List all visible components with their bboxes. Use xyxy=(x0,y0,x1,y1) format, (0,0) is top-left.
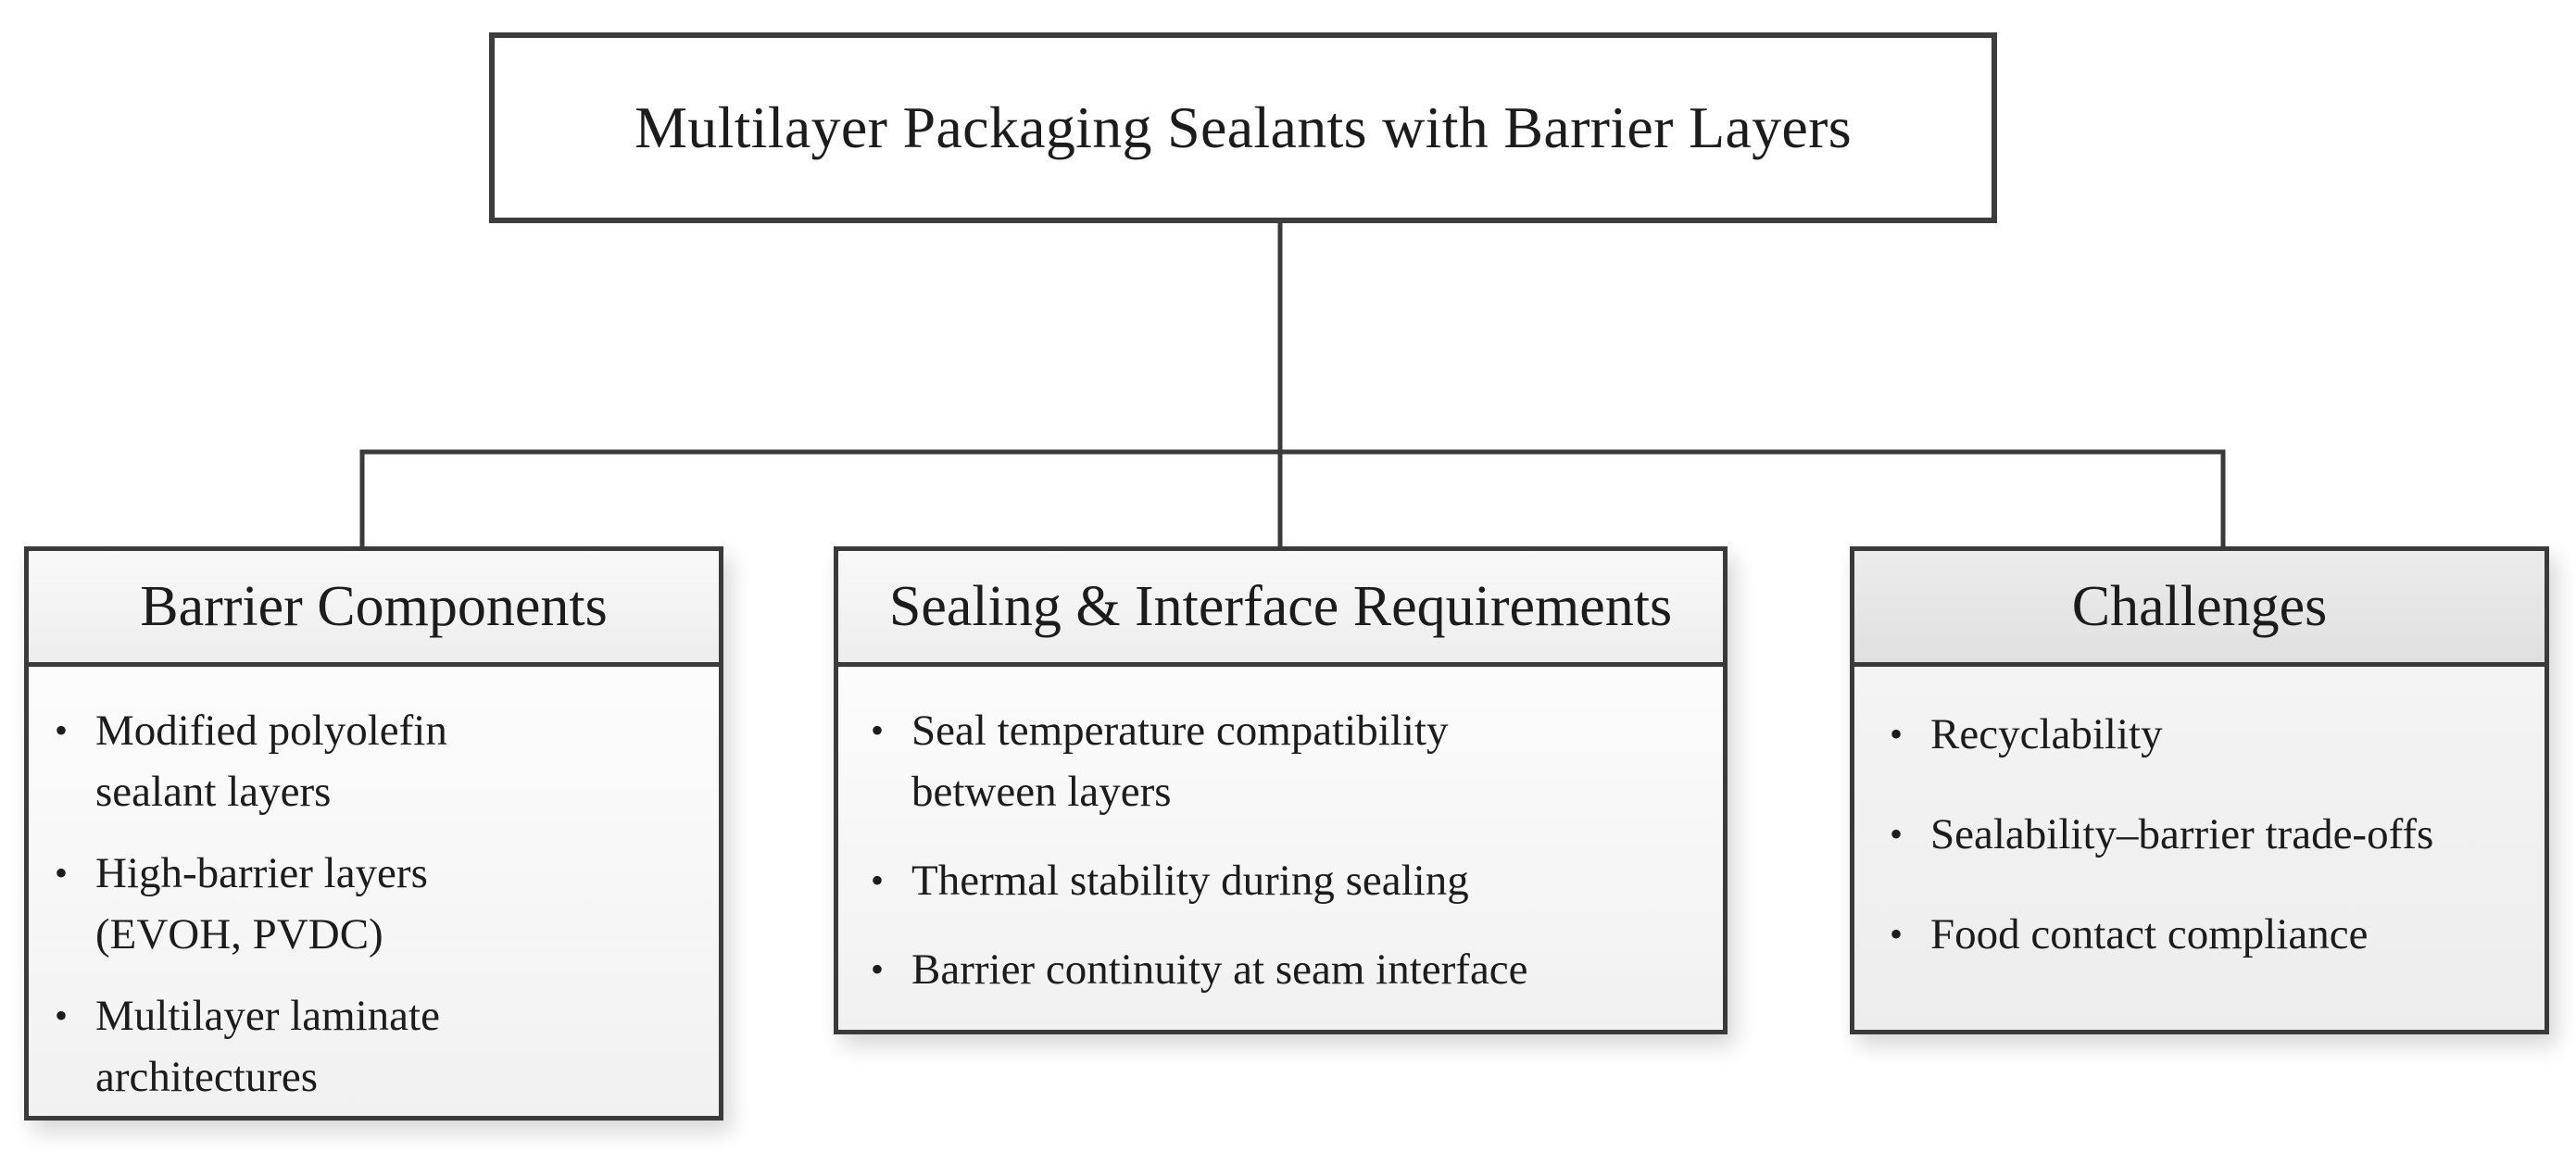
card-barrier-components: Barrier Components • Modified polyolefin… xyxy=(24,546,723,1121)
bullet-icon: • xyxy=(871,709,885,751)
list-item: • Food contact compliance xyxy=(1890,904,2545,965)
list-item-line: (EVOH, PVDC) xyxy=(95,910,383,958)
list-item: • Barrier continuity at seam interface xyxy=(871,939,1723,1000)
list-item: • Sealability–barrier trade-offs xyxy=(1890,804,2545,865)
bullet-list: • Recyclability • Sealability–barrier tr… xyxy=(1854,667,2545,965)
list-item-line: High-barrier layers xyxy=(95,849,428,897)
diagram-title: Multilayer Packaging Sealants with Barri… xyxy=(635,94,1852,160)
list-item: • High-barrier layers (EVOH, PVDC) xyxy=(55,843,719,965)
bullet-icon: • xyxy=(1890,813,1904,855)
list-item-line: Food contact compliance xyxy=(1930,910,2369,958)
list-item: • Thermal stability during sealing xyxy=(871,850,1723,911)
root-node: Multilayer Packaging Sealants with Barri… xyxy=(489,32,1997,223)
bullet-list: • Seal temperature compatibility between… xyxy=(838,667,1723,1000)
list-item-line: Multilayer laminate xyxy=(95,992,440,1040)
list-item-line: Sealability–barrier trade-offs xyxy=(1930,810,2434,858)
card-header: Challenges xyxy=(1854,551,2545,667)
card-title: Sealing & Interface Requirements xyxy=(888,574,1673,638)
bullet-list: • Modified polyolefin sealant layers • H… xyxy=(29,667,719,1108)
bullet-icon: • xyxy=(55,852,69,894)
list-item-line: Barrier continuity at seam interface xyxy=(911,945,1528,994)
bullet-icon: • xyxy=(1890,913,1904,955)
bullet-icon: • xyxy=(1890,713,1904,755)
list-item-line: architectures xyxy=(95,1053,319,1101)
list-item-line: sealant layers xyxy=(95,768,332,816)
bullet-icon: • xyxy=(55,995,69,1036)
card-title: Challenges xyxy=(2071,574,2328,638)
list-item-line: Recyclability xyxy=(1930,710,2163,758)
card-challenges: Challenges • Recyclability • Sealability… xyxy=(1850,546,2549,1034)
bullet-icon: • xyxy=(871,859,885,901)
list-item: • Seal temperature compatibility between… xyxy=(871,700,1723,822)
bullet-icon: • xyxy=(55,709,69,751)
list-item: • Modified polyolefin sealant layers xyxy=(55,700,719,822)
list-item-line: between layers xyxy=(911,768,1172,816)
list-item-line: Thermal stability during sealing xyxy=(911,857,1469,905)
list-item-line: Seal temperature compatibility xyxy=(911,707,1449,755)
list-item: • Multilayer laminate architectures xyxy=(55,985,719,1108)
list-item-line: Modified polyolefin xyxy=(95,707,447,755)
card-header: Sealing & Interface Requirements xyxy=(838,551,1723,667)
list-item: • Recyclability xyxy=(1890,704,2545,765)
card-title: Barrier Components xyxy=(140,574,608,638)
card-header: Barrier Components xyxy=(29,551,719,667)
bullet-icon: • xyxy=(871,948,885,990)
card-sealing-interface-requirements: Sealing & Interface Requirements • Seal … xyxy=(834,546,1728,1034)
